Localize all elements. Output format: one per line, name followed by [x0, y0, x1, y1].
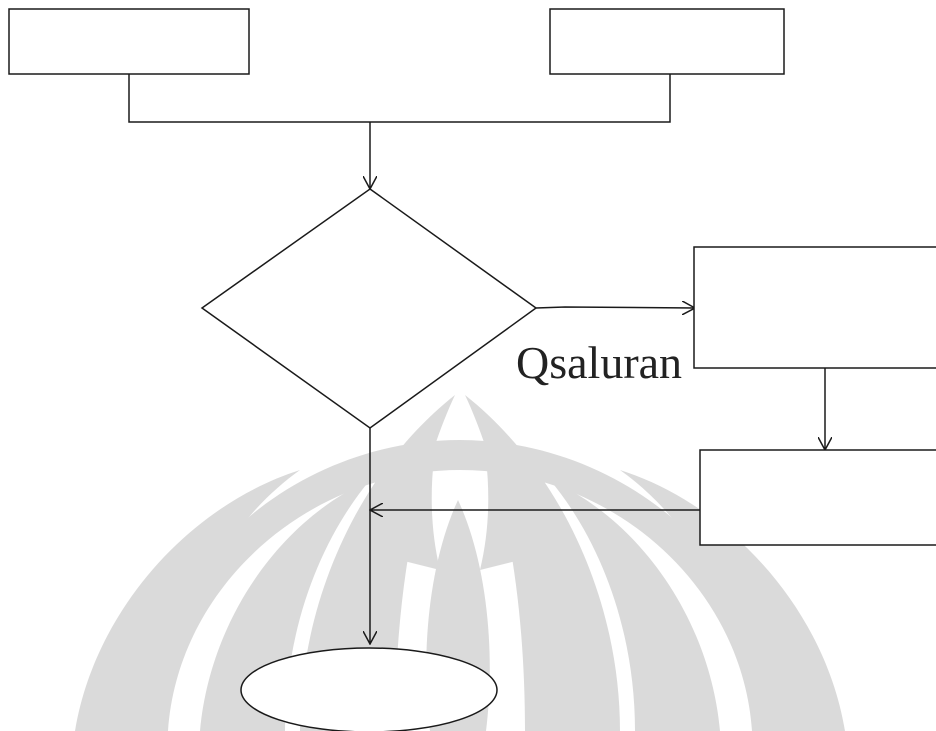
process-box-lower-right	[699, 449, 936, 546]
terminal-ellipse	[240, 647, 498, 731]
decision-diamond	[200, 188, 538, 429]
process-box-right	[693, 246, 936, 369]
process-box-top-left	[8, 8, 250, 75]
flow-label: Qsaluran	[516, 337, 683, 388]
merge-connector	[128, 74, 671, 123]
process-box-top-right	[549, 8, 785, 75]
arrow-to-right-box	[535, 307, 695, 308]
university-emblem-watermark	[75, 395, 845, 731]
